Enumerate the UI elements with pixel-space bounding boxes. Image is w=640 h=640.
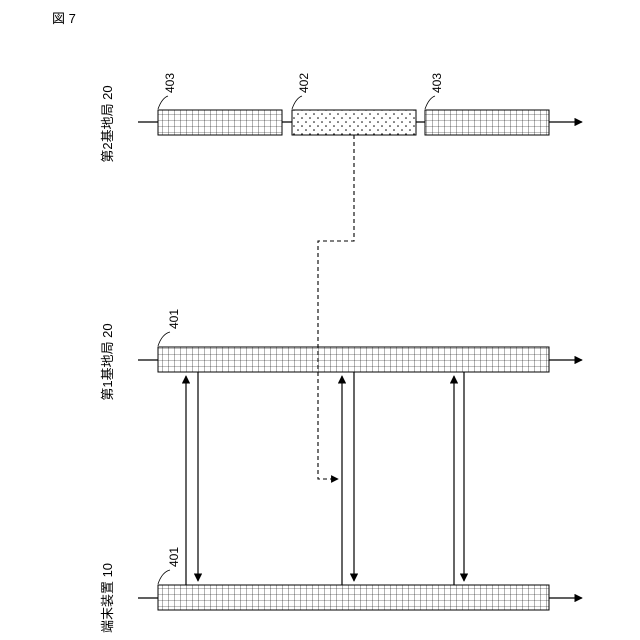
row-base-station-2: 第2基地局 20 403 402 403	[100, 73, 582, 163]
dashed-notification-path	[318, 135, 354, 479]
ref-403-left: 403	[163, 73, 177, 93]
ref-403-right: 403	[430, 73, 444, 93]
row-label-terminal: 端末装置 10	[100, 563, 115, 633]
block-403-right	[425, 110, 549, 135]
block-403-left	[158, 110, 282, 135]
row-terminal: 端末装置 10 401	[100, 547, 582, 633]
row-base-station-1: 第1基地局 20 401	[100, 309, 582, 401]
row-label-base-station-1: 第1基地局 20	[100, 323, 115, 400]
ref-401-terminal: 401	[167, 547, 181, 567]
row-label-base-station-2: 第2基地局 20	[100, 85, 115, 162]
block-401-terminal	[158, 585, 549, 610]
block-401-bs1	[158, 347, 549, 372]
ref-402: 402	[297, 73, 311, 93]
dashed-arrow-402	[318, 135, 354, 479]
ref-401-bs1: 401	[167, 309, 181, 329]
block-402	[292, 110, 416, 135]
